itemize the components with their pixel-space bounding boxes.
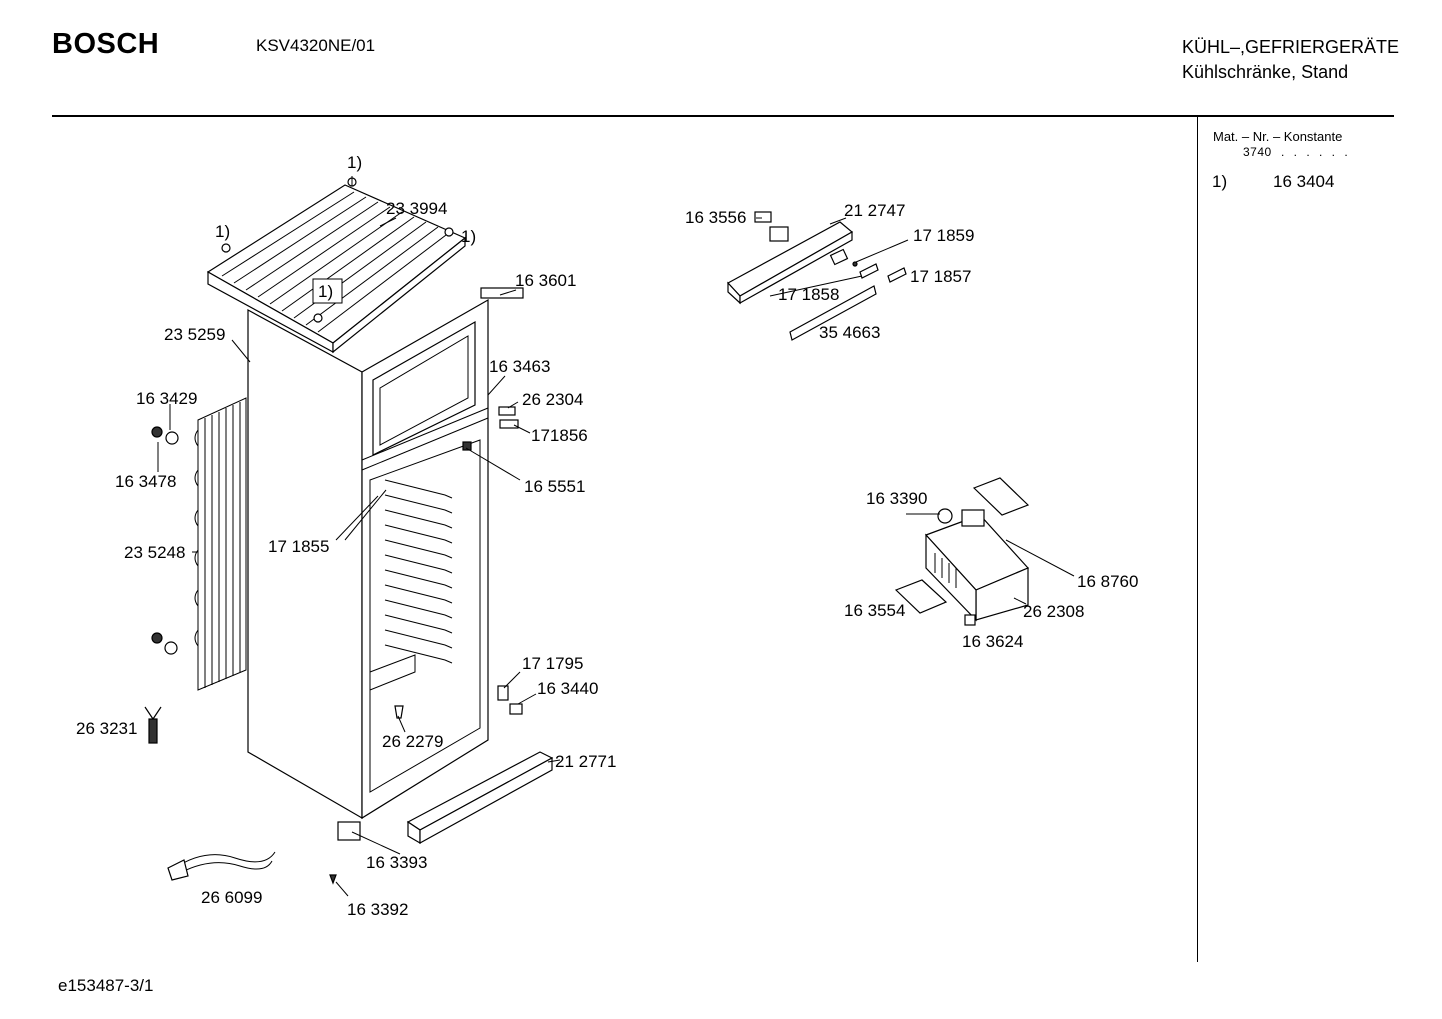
callout-labels: 1) 1) 1) 1) 23 3994 16 3601 23 5259 16 3… (76, 153, 1138, 919)
callout-note-top: 1) (347, 153, 362, 172)
callout-171856: 171856 (531, 426, 588, 445)
fridge-cabinet-drawing (144, 177, 554, 885)
constant-heading: Mat. – Nr. – Konstante (1213, 129, 1343, 144)
callout-163463: 16 3463 (489, 357, 550, 376)
callout-163390: 16 3390 (866, 489, 927, 508)
callout-note-right: 1) (461, 227, 476, 246)
callout-165551: 16 5551 (524, 477, 585, 496)
callout-163624: 16 3624 (962, 632, 1023, 651)
callout-163478: 16 3478 (115, 472, 176, 491)
callout-171855: 17 1855 (268, 537, 329, 556)
callout-171857: 17 1857 (910, 267, 971, 286)
category-title: KÜHL–,GEFRIERGERÄTE (1182, 37, 1400, 57)
callout-163601: 16 3601 (515, 271, 576, 290)
callout-171859: 17 1859 (913, 226, 974, 245)
callout-note-center: 1) (318, 282, 333, 301)
callout-163429: 16 3429 (136, 389, 197, 408)
callout-163556: 16 3556 (685, 208, 746, 227)
callout-235248: 23 5248 (124, 543, 185, 562)
note-marker: 1) (1212, 172, 1228, 191)
leader-lines (157, 176, 1075, 897)
callout-266099: 26 6099 (201, 888, 262, 907)
model-number: KSV4320NE/01 (256, 36, 376, 55)
header-divider (52, 115, 1394, 117)
callout-171858: 17 1858 (778, 285, 839, 304)
callout-263231: 26 3231 (76, 719, 137, 738)
callout-262308: 26 2308 (1023, 602, 1084, 621)
callout-171795: 17 1795 (522, 654, 583, 673)
sidebar-divider (1197, 117, 1198, 962)
callout-163440: 16 3440 (537, 679, 598, 698)
callout-235259: 23 5259 (164, 325, 225, 344)
drawing-id: e153487-3/1 (58, 976, 154, 995)
callout-163554: 16 3554 (844, 601, 905, 620)
callout-354663: 35 4663 (819, 323, 880, 342)
callout-262279: 26 2279 (382, 732, 443, 751)
note-part-number: 16 3404 (1273, 172, 1335, 191)
control-panel-drawing (727, 211, 907, 341)
callout-163392: 16 3392 (347, 900, 408, 919)
callout-163393: 16 3393 (366, 853, 427, 872)
callout-233994: 23 3994 (386, 199, 447, 218)
callout-212771: 21 2771 (555, 752, 616, 771)
constant-dots: . . . . . . (1281, 145, 1351, 159)
callout-168760: 16 8760 (1077, 572, 1138, 591)
category-subtitle: Kühlschränke, Stand (1182, 62, 1349, 82)
brand-logo: BOSCH (52, 28, 160, 60)
lamp-assembly-drawing (894, 477, 1030, 626)
callout-262304: 26 2304 (522, 390, 583, 409)
callout-212747: 21 2747 (844, 201, 905, 220)
constant-value: 3740 (1243, 145, 1272, 159)
callout-note-left: 1) (215, 222, 230, 241)
